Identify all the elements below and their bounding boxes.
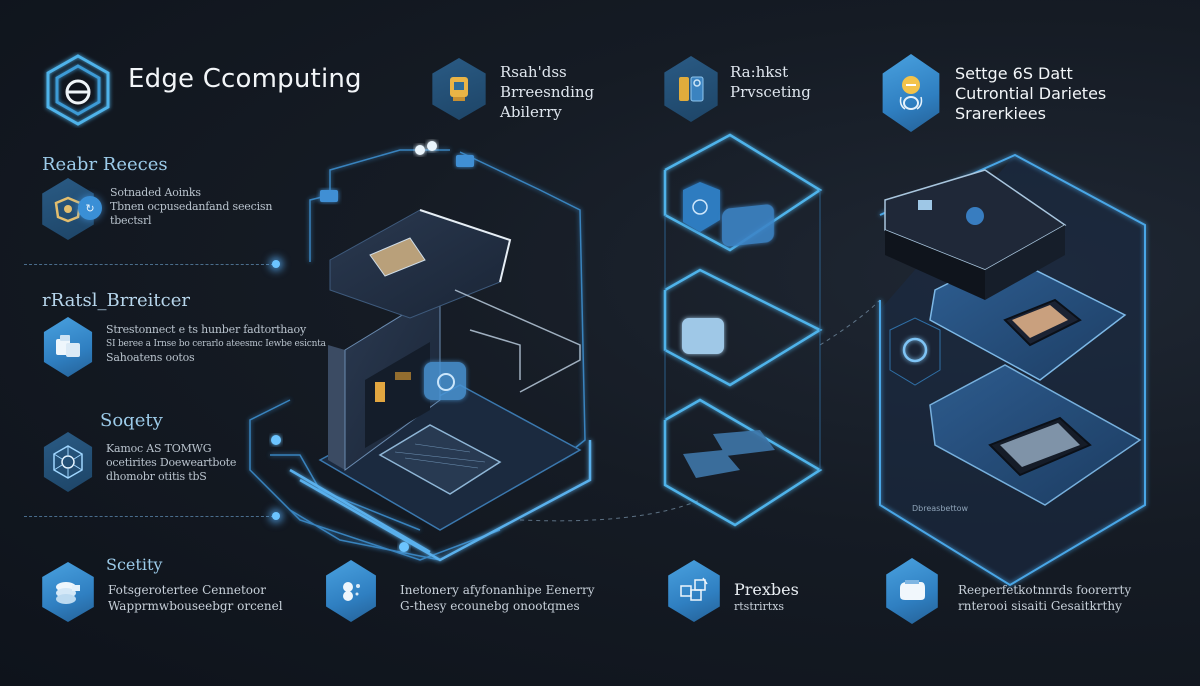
feature-line: Srarerkiees [955,104,1046,123]
section-desc-line: Sahoatens ootos [106,351,195,364]
edge-device-stack [249,141,592,562]
feature-line: Cutrontial Darietes [955,84,1107,103]
feature-line: Ra:hkst [730,63,789,81]
feature-line: rtstrirtxs [734,600,785,613]
stack-footer-label: Dbreasbettow [912,504,969,513]
server-chip-icon [664,56,718,122]
section-desc-line: Strestonnect e ts hunber fadtorthaoy [106,323,306,336]
feature-line: Prvsceting [730,83,811,101]
section-desc-line: Tbnen ocpusedanfand seecisn [110,200,273,213]
lightbulb-robot-icon [882,54,940,132]
section-desc-line: SI beree a Irnse bo cerarlo ateesmc Iewb… [106,339,326,349]
connector-node [272,260,280,268]
page-title: Edge Ccomputing [128,64,362,94]
feature-line: Wapprmwbouseebgr orcenel [108,599,283,613]
section-heading: Soqety [100,410,163,431]
feature-line: Prexbes [734,580,799,599]
section-desc-line: dhomobr otitis tbS [106,470,207,483]
section-desc-line: ocetirites Doeweartbote [106,456,237,469]
section-desc-line: Sotnaded Aoinks [110,186,201,199]
feature-line: G-thesy ecounebg onootqmes [400,599,580,613]
section-heading: rRatsl_Brreitcer [42,290,190,311]
connector-line [24,516,274,517]
feature-line: Reeperfetkotnnrds foorerrty [958,583,1132,597]
feature-line: Brreesnding [500,83,595,101]
feature-line: Inetonery afyfonanhipe Eenerry [400,583,595,597]
hexagon-shield-icon [40,52,116,128]
section-desc-line: tbectsrl [110,214,152,227]
feature-line: Abilerry [500,103,562,121]
cloud-data-stack [879,153,1146,587]
refresh-icon: ↻ [78,196,102,220]
processing-layer-stack [663,133,823,527]
feature-line: Rsah'dss [500,63,567,81]
connector-line [24,264,274,265]
section-heading: Scetity [106,555,163,574]
feature-line: rnterooi sisaiti Gesaitkrthy [958,599,1122,613]
feature-line: Fotsgerotertee Cennetoor [108,583,266,597]
feature-line: Settge 6S Datt [955,64,1073,83]
connector-node [272,512,280,520]
section-heading: Reabr Reeces [42,154,168,175]
section-desc-line: Kamoc AS TOMWG [106,442,212,455]
